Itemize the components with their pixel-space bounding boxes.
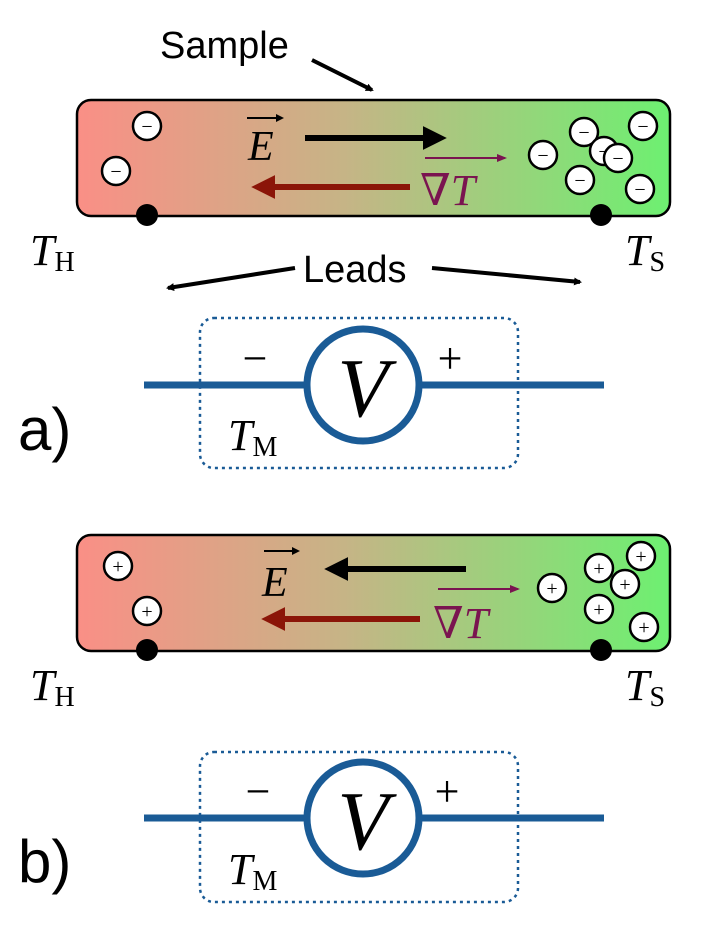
- sample-pointer-arrow: [311, 58, 374, 92]
- svg-text:−: −: [578, 122, 589, 144]
- plus-terminal: +: [438, 334, 463, 383]
- svg-text:−: −: [110, 161, 121, 183]
- leads-arrow-left: [166, 266, 296, 292]
- svg-text:+: +: [635, 546, 646, 568]
- hot-temperature-label: TH: [30, 226, 75, 278]
- plus-terminal: +: [435, 767, 460, 816]
- svg-text:−: −: [537, 145, 548, 167]
- svg-text:−: −: [634, 179, 645, 201]
- voltmeter-symbol: V: [337, 775, 397, 868]
- hot-temperature-label: TH: [30, 661, 75, 713]
- svg-text:∇T: ∇T: [433, 599, 492, 648]
- voltmeter: [303, 758, 423, 878]
- cold-contact-dot: [590, 639, 612, 661]
- carriers-cold-side: − − − − − − −: [527, 110, 659, 205]
- svg-text:+: +: [593, 599, 604, 621]
- hot-contact-dot: [136, 639, 158, 661]
- panel-b: + + + + + + + + E ∇T: [18, 533, 672, 904]
- panel-label-b: b): [18, 828, 71, 895]
- sample-temperature-label: TS: [625, 226, 665, 278]
- svg-text:∇T: ∇T: [420, 166, 479, 215]
- svg-text:E: E: [261, 560, 288, 606]
- svg-text:+: +: [619, 574, 630, 596]
- svg-text:+: +: [141, 601, 152, 623]
- panel-a: Sample − − − − − − − −: [18, 25, 672, 470]
- carriers-hot-side: − −: [100, 110, 163, 187]
- svg-text:+: +: [546, 578, 557, 600]
- svg-text:−: −: [612, 148, 623, 170]
- svg-text:−: −: [141, 116, 152, 138]
- meter-enclosure: [198, 316, 520, 470]
- sample-bar: [75, 533, 672, 653]
- meter-temperature-label: TM: [228, 845, 277, 897]
- voltmeter-symbol: V: [337, 342, 397, 435]
- svg-text:+: +: [638, 617, 649, 639]
- temperature-gradient-label: ∇T: [433, 585, 520, 648]
- electric-field-label: E: [261, 547, 300, 606]
- minus-terminal: −: [246, 767, 271, 816]
- svg-text:−: −: [574, 170, 585, 192]
- svg-text:−: −: [637, 116, 648, 138]
- meter-temperature-label: TM: [228, 411, 277, 463]
- electric-field-label: E: [247, 114, 284, 170]
- panel-label-a: a): [18, 396, 71, 463]
- minus-terminal: −: [243, 334, 268, 383]
- sample-temperature-label: TS: [625, 661, 665, 713]
- leads-label: Leads: [303, 249, 407, 291]
- cold-contact-dot: [590, 204, 612, 226]
- sample-label: Sample: [160, 25, 289, 67]
- temperature-gradient-label: ∇T: [420, 154, 507, 215]
- leads-arrow-right: [431, 266, 582, 286]
- svg-text:+: +: [112, 556, 123, 578]
- carriers-hot-side: + +: [102, 550, 163, 627]
- svg-text:+: +: [593, 558, 604, 580]
- svg-text:E: E: [247, 124, 274, 170]
- carriers-cold-side: + + + + + +: [536, 540, 660, 643]
- sample-bar: [75, 98, 672, 218]
- meter-enclosure: [198, 750, 520, 904]
- voltmeter: [303, 325, 423, 445]
- hot-contact-dot: [136, 204, 158, 226]
